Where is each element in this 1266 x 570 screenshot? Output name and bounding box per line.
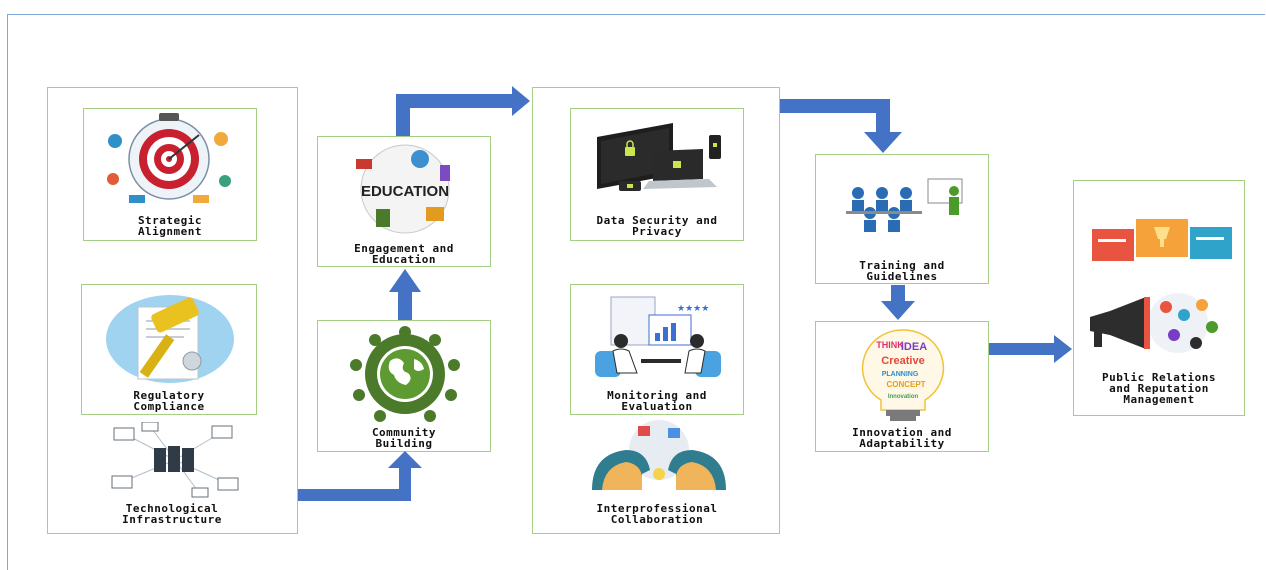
arrow-foundation-to-community — [298, 451, 422, 501]
label-technological-infrastructure: Technological Infrastructure — [122, 502, 222, 526]
classroom-training-icon — [846, 178, 963, 232]
label-monitoring-evaluation: Monitoring and Evaluation — [607, 389, 707, 413]
arrow-engagement-to-operations — [396, 86, 530, 136]
education-icon: EDUCATION — [356, 144, 450, 234]
node-public-relations: Public Relations and Reputation Manageme… — [1073, 180, 1245, 416]
megaphone-icon — [1090, 293, 1218, 353]
label-engagement-education: Engagement and Education — [354, 242, 454, 266]
label-training-guidelines: Training and Guidelines — [859, 259, 945, 283]
label-regulatory-compliance: Regulatory Compliance — [133, 389, 205, 413]
arrow-training-to-innovation — [881, 285, 915, 320]
node-training-guidelines: Training and Guidelines — [815, 154, 989, 284]
label-interprofessional-collaboration: Interprofessional Collaboration — [596, 502, 718, 526]
arrow-operations-to-training — [780, 99, 902, 153]
label-community-building: Community Building — [371, 426, 437, 450]
label-public-relations: Public Relations and Reputation Manageme… — [1102, 371, 1216, 406]
word-think: THINK — [876, 340, 904, 350]
gavel-icon — [106, 295, 234, 383]
arrow-innovation-to-pr — [989, 335, 1072, 363]
target-icon — [107, 113, 231, 203]
label-strategic-alignment: Strategic Alignment — [137, 214, 203, 238]
node-regulatory-compliance: Regulatory Compliance — [81, 284, 257, 415]
secure-devices-icon — [597, 123, 721, 191]
word-concept: CONCEPT — [886, 380, 925, 389]
node-strategic-alignment: Strategic Alignment — [83, 108, 257, 241]
diagram-frame — [7, 14, 1265, 570]
education-word: EDUCATION — [361, 183, 449, 200]
community-globe-icon — [350, 326, 460, 422]
node-monitoring-evaluation: ★★★★ Monitoring and Evaluation — [570, 284, 744, 415]
online-reviews-icon — [1092, 219, 1232, 261]
arrow-community-to-engagement — [389, 269, 421, 320]
node-engagement-education: EDUCATION Engagement and Education — [317, 136, 491, 267]
word-creative: Creative — [881, 355, 924, 367]
node-data-security: Data Security and Privacy — [570, 108, 744, 241]
label-innovation-adaptability: Innovation and Adaptability — [852, 426, 952, 450]
svg-text:★★★★: ★★★★ — [677, 304, 709, 314]
word-planning: PLANNING — [882, 371, 919, 378]
label-data-security: Data Security and Privacy — [596, 214, 718, 238]
node-innovation-adaptability: THINK IDEA Creative PLANNING CONCEPT Inn… — [815, 321, 989, 452]
monitoring-meeting-icon: ★★★★ — [595, 296, 721, 377]
idea-bulb-icon: THINK IDEA Creative PLANNING CONCEPT Inn… — [861, 329, 945, 421]
node-community-building: Community Building — [317, 320, 491, 452]
server-network-icon — [111, 422, 239, 498]
word-idea: IDEA — [901, 341, 927, 353]
collaboration-heads-icon — [592, 420, 726, 490]
word-innovation: Innovation — [888, 394, 919, 400]
